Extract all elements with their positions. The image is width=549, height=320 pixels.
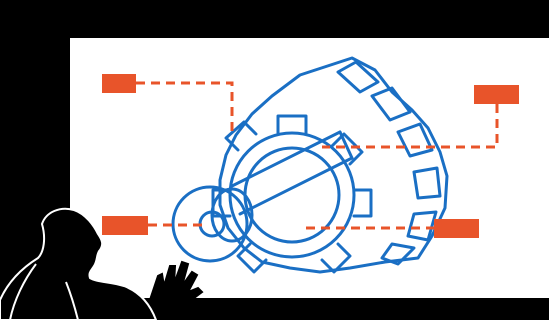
callout-box-top-left (102, 74, 136, 93)
rotor-gear-icon (171, 56, 449, 274)
raised-hand-icon (148, 260, 204, 316)
callout-box-bottom-right (434, 219, 479, 238)
callout-box-bottom-left (102, 216, 148, 235)
callout-boxes (102, 74, 519, 238)
callout-connectors (136, 81, 499, 230)
callout-box-top-right (474, 85, 519, 104)
presenter-silhouette-icon (0, 207, 158, 320)
connector-top-left (136, 81, 234, 132)
